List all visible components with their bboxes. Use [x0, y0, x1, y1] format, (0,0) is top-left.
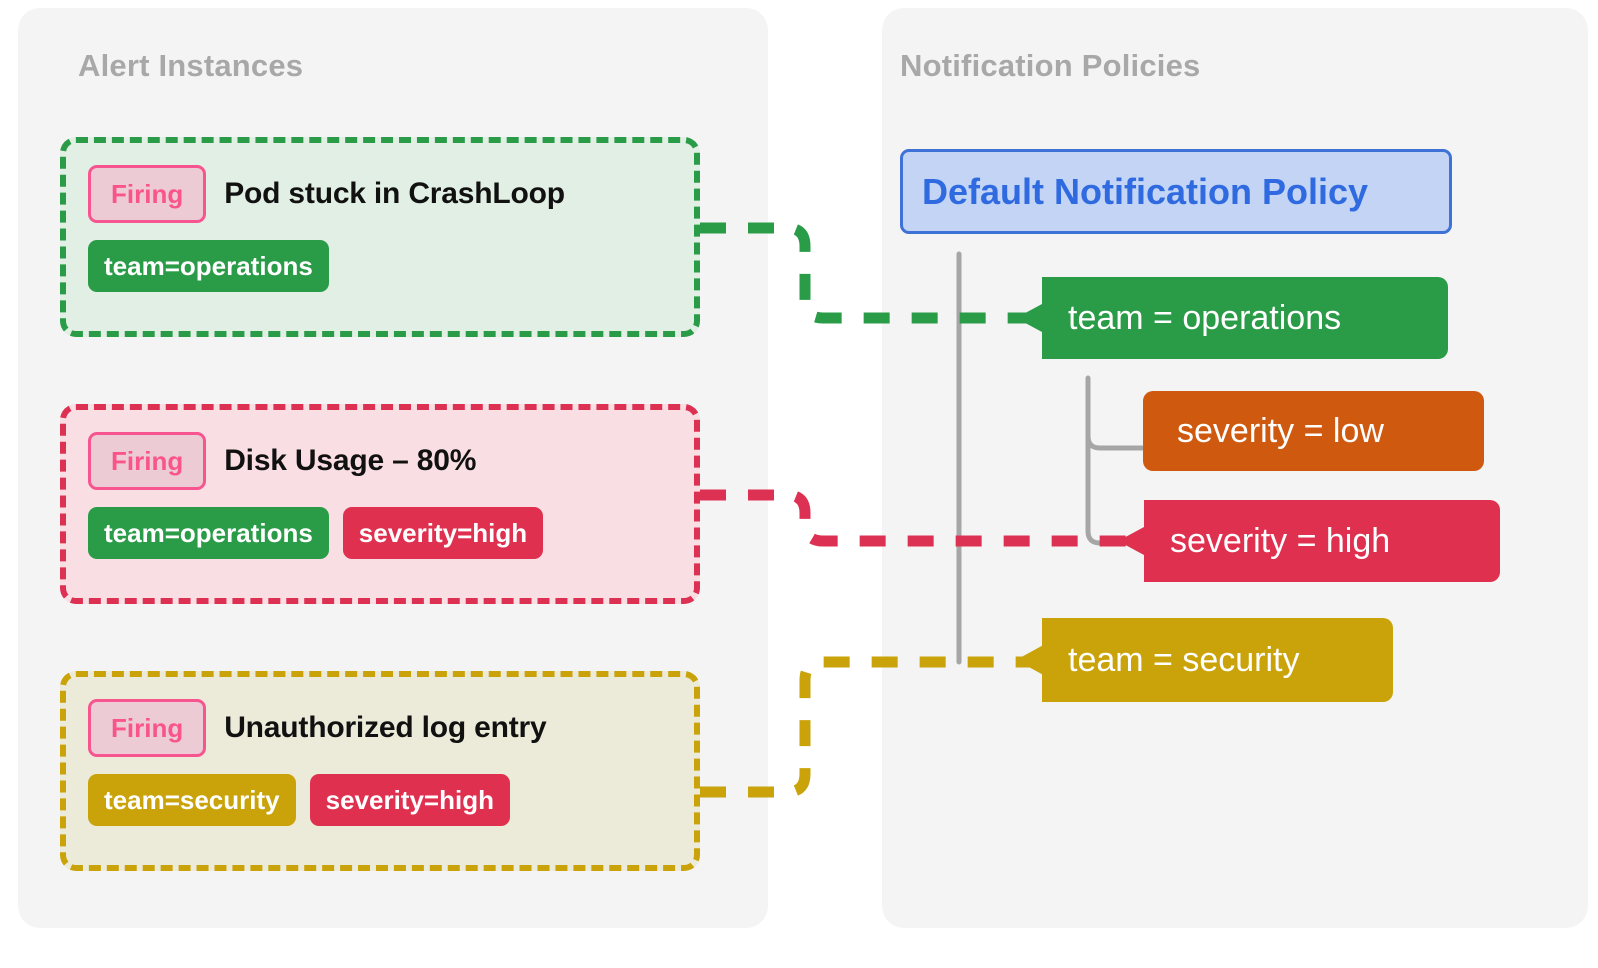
alert-label-chip: team=operations [88, 240, 329, 292]
alert-label-chip: severity=high [309, 774, 510, 826]
default-notification-policy-box[interactable]: Default Notification Policy [900, 149, 1452, 234]
policy-route-team-operations[interactable]: team = operations [1016, 277, 1448, 359]
alert-label-list: team=security severity=high [88, 774, 672, 826]
policy-route-label: severity = high [1170, 521, 1391, 560]
status-badge: Firing [88, 432, 207, 490]
alert-instance-card[interactable]: Firing Disk Usage – 80% team=operations … [60, 404, 700, 604]
status-badge: Firing [88, 699, 207, 757]
policy-route-team-security[interactable]: team = security [1016, 618, 1393, 702]
default-notification-policy-label: Default Notification Policy [922, 170, 1369, 212]
alert-instances-panel-title: Alert Instances [78, 48, 304, 83]
alert-card-header: Firing Unauthorized log entry [88, 697, 672, 759]
policy-route-severity-low[interactable]: severity = low [1143, 391, 1484, 471]
alert-instance-card[interactable]: Firing Pod stuck in CrashLoop team=opera… [60, 137, 700, 337]
notification-policies-panel-title: Notification Policies [900, 48, 1201, 83]
alert-label-list: team=operations severity=high [88, 507, 672, 559]
policy-route-label: severity = low [1177, 411, 1384, 450]
alert-card-header: Firing Disk Usage – 80% [88, 430, 672, 492]
status-badge: Firing [88, 165, 207, 223]
alert-label-list: team=operations [88, 240, 672, 292]
policy-route-label: team = operations [1068, 298, 1342, 337]
alert-label-chip: severity=high [342, 507, 544, 559]
alert-label-chip: team=operations [88, 507, 329, 559]
alert-card-header: Firing Pod stuck in CrashLoop [88, 163, 672, 225]
alert-label-chip: team=security [88, 774, 296, 826]
policy-route-severity-high[interactable]: severity = high [1118, 500, 1500, 582]
alert-title: Pod stuck in CrashLoop [224, 177, 565, 210]
policy-route-label: team = security [1068, 640, 1300, 679]
alert-instance-card[interactable]: Firing Unauthorized log entry team=secur… [60, 671, 700, 871]
alert-title: Disk Usage – 80% [224, 444, 477, 477]
alert-title: Unauthorized log entry [224, 711, 547, 744]
